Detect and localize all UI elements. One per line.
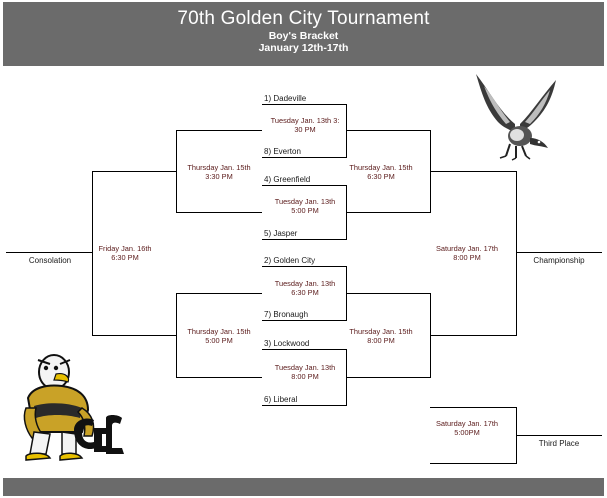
team-bronaugh: 7) Bronaugh: [264, 310, 309, 319]
game-label: Tuesday Jan. 13th 3:30 PM: [270, 116, 340, 134]
bracket-line: [430, 171, 516, 172]
bracket-line: [346, 130, 430, 131]
page-title: 70th Golden City Tournament: [177, 8, 430, 29]
team-jasper: 5) Jasper: [264, 229, 298, 238]
team-everton: 8) Everton: [264, 147, 301, 156]
bracket-line: [346, 104, 347, 158]
eagle-mascot-icon: [23, 354, 124, 461]
bracket-line: [176, 293, 177, 378]
bracket-line: [262, 405, 346, 406]
bracket-line: [346, 293, 430, 294]
bracket-line: [92, 335, 176, 336]
bracket-line: [262, 104, 346, 105]
bracket-line: [430, 335, 516, 336]
team-greenfield: 4) Greenfield: [264, 175, 311, 184]
bracket-subtitle: Boy's Bracket: [268, 30, 339, 42]
bracket-line: [346, 212, 430, 213]
bracket-dates: January 12th-17th: [258, 42, 349, 54]
bracket-line: [176, 130, 262, 131]
bracket-line: [176, 130, 177, 213]
bracket-line: [176, 212, 262, 213]
bracket-line: [92, 171, 93, 336]
bracket-line: [92, 171, 176, 172]
bracket-line: [346, 377, 430, 378]
bracket-line: [176, 293, 262, 294]
bracket-line: [516, 435, 602, 436]
bracket-line: [516, 252, 602, 253]
team-golden-city: 2) Golden City: [264, 256, 316, 265]
third-place-label: Third Place: [538, 439, 580, 448]
header-banner: 70th Golden City Tournament Boy's Bracke…: [3, 2, 604, 66]
bracket-line: [516, 171, 517, 336]
footer-banner: [3, 478, 604, 496]
championship-label: Championship: [533, 256, 585, 265]
bracket-line: [430, 463, 516, 464]
team-dadeville: 1) Dadeville: [264, 94, 307, 103]
bracket-line: [176, 377, 262, 378]
bracket-line: [430, 407, 516, 408]
consolation-label: Consolation: [28, 256, 72, 265]
bracket-line: [262, 349, 346, 350]
team-lockwood: 3) Lockwood: [264, 339, 310, 348]
eagle-logo-icon: [476, 74, 556, 161]
team-liberal: 6) Liberal: [264, 395, 298, 404]
bracket-line: [262, 266, 346, 267]
bracket-line: [262, 320, 346, 321]
bracket-line: [262, 157, 346, 158]
bracket-line: [262, 185, 346, 186]
bracket-line: [262, 239, 346, 240]
bracket-line: [6, 252, 92, 253]
